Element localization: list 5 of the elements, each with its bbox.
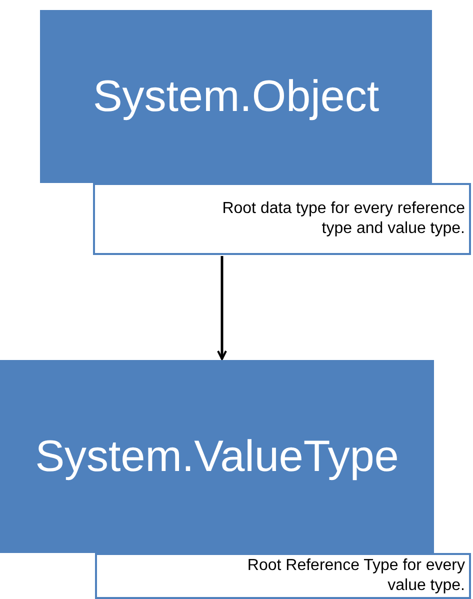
caption-box: Root data type for every reference type and value type.: [93, 183, 471, 255]
caption-box: Root Reference Type for every value type.: [95, 553, 471, 599]
type-box: System.Object: [40, 10, 432, 183]
arrow: [217, 256, 227, 360]
type-box: System.ValueType: [0, 360, 434, 553]
